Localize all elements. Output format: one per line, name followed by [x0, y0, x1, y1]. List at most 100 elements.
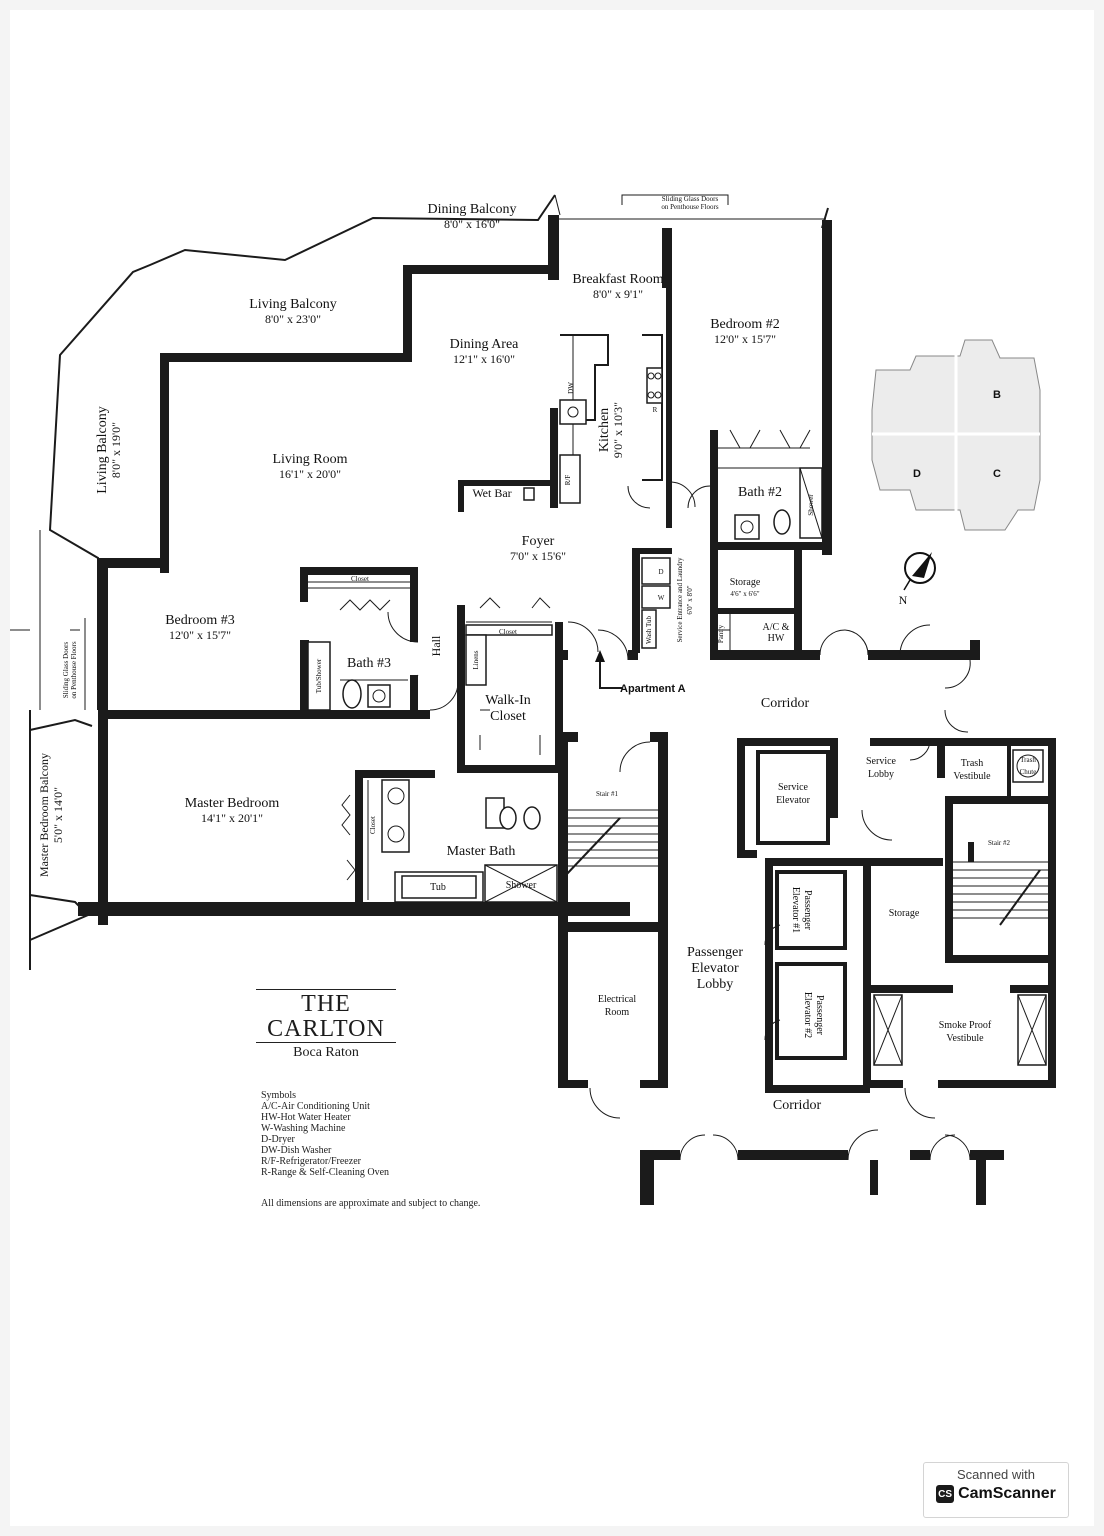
camscanner-logo-icon: CS: [936, 1485, 955, 1503]
key-plan: B D C: [871, 339, 1041, 531]
storage-label: Storage: [889, 908, 920, 919]
bath3-label: Bath #3: [347, 656, 391, 671]
passenger-elevator2-label-1: Passenger: [814, 995, 825, 1036]
service-entrance-dims: 6'0" x 8'0": [686, 585, 694, 614]
symbols-legend: Symbols A/C-Air Conditioning Unit HW-Hot…: [261, 1090, 389, 1178]
room-labels: Dining Balcony 8'0" x 16'0" Living Balco…: [37, 202, 780, 877]
passenger-lobby-label-2: Elevator: [691, 961, 739, 976]
stair-1-treads: [564, 809, 658, 877]
washer-label: W: [658, 594, 665, 602]
corridor-bottom-label: Corridor: [773, 1098, 822, 1113]
wash-tub-label: Wash Tub: [645, 615, 653, 644]
fixture-labels: Wet Bar DW R/F R Bath #2 Bath #3 Shower …: [62, 195, 1036, 1113]
linens-label: Linens: [472, 650, 480, 669]
closet-linen-label: Closet: [499, 628, 517, 636]
legend-item: W-Washing Machine: [261, 1123, 346, 1134]
fixtures: [10, 334, 1048, 1066]
key-plan-unit-d: D: [913, 468, 921, 480]
tub-label: Tub: [430, 882, 446, 893]
sliding-doors-top-1: Sliding Glass Doors: [662, 195, 719, 203]
kitchen-name: Kitchen: [597, 408, 612, 452]
floor-plan-page: B D C N Dining Balcony 8'0" x 16'0" Livi…: [10, 10, 1094, 1526]
legend-item: D-Dryer: [261, 1134, 295, 1145]
dryer-label: D: [658, 568, 663, 576]
electrical-room-label-2: Room: [605, 1007, 630, 1018]
legend-item: R-Range & Self-Cleaning Oven: [261, 1167, 390, 1178]
brand-line-1: THE: [301, 991, 351, 1017]
hall-label: Hall: [429, 635, 443, 656]
living-balcony-name: Living Balcony: [249, 297, 337, 312]
master-bedroom-dims: 14'1" x 20'1": [201, 811, 263, 825]
key-plan-unit-b: B: [993, 389, 1001, 401]
dining-area-name: Dining Area: [450, 337, 520, 352]
service-elevator-label-2: Elevator: [776, 795, 811, 806]
sliding-doors-left-2: on Penthouse Floors: [70, 641, 78, 698]
living-room-dims: 16'1" x 20'0": [279, 467, 341, 481]
living-room-name: Living Room: [272, 452, 347, 467]
door-swings: [387, 481, 971, 1161]
legend-item: R/F-Refrigerator/Freezer: [261, 1156, 361, 1167]
north-arrow-icon: N: [899, 552, 936, 607]
smoke-vestibule-label-1: Smoke Proof: [939, 1020, 992, 1031]
master-balcony-dims: 5'0" x 14'0": [51, 787, 65, 843]
passenger-elevator1-label-2: Elevator #1: [790, 887, 801, 933]
storage-small-name: Storage: [730, 577, 761, 588]
storage-small-dims: 4'6" x 6'6": [730, 590, 759, 598]
brand-line-2: CARLTON: [267, 1016, 385, 1042]
tub-shower-label: Tub/Shower: [315, 658, 323, 693]
living-balcony-dims: 8'0" x 23'0": [265, 312, 321, 326]
pantry-label: Pantry: [717, 624, 725, 643]
stair1-label: Stair #1: [596, 790, 618, 798]
dining-area-dims: 12'1" x 16'0": [453, 352, 515, 366]
master-bath-label: Master Bath: [447, 844, 516, 859]
shower-bath2-label: Shower: [807, 494, 815, 516]
floor-plan-drawing: B D C N Dining Balcony 8'0" x 16'0" Livi…: [10, 194, 1056, 1205]
legend-title: Symbols: [261, 1090, 297, 1101]
ac-hw-label-2: HW: [768, 633, 785, 644]
north-label: N: [899, 593, 908, 607]
wet-bar-label: Wet Bar: [472, 486, 511, 500]
trash-vestibule-label-1: Trash: [961, 758, 983, 769]
legend-item: DW-Dish Washer: [261, 1145, 332, 1156]
balcony-outlines: [20, 194, 829, 970]
passenger-lobby-label-1: Passenger: [687, 945, 743, 960]
sliding-doors-left-1: Sliding Glass Doors: [62, 642, 70, 699]
stair-2-treads: [953, 861, 1048, 926]
shower-master-label: Shower: [506, 880, 537, 891]
closet-master-label: Closet: [369, 816, 377, 834]
brand-location: Boca Raton: [293, 1045, 359, 1060]
bath2-label: Bath #2: [738, 485, 782, 500]
walk-in-closet-label-1: Walk-In: [485, 693, 531, 708]
closet-bedroom3-label: Closet: [351, 575, 369, 583]
passenger-elevator1-label-1: Passenger: [802, 890, 813, 931]
ac-hw-label-1: A/C &: [763, 622, 790, 633]
breakfast-room-dims: 8'0" x 9'1": [593, 287, 643, 301]
apartment-a-label: Apartment A: [620, 683, 686, 695]
scanner-brand-name: CamScanner: [958, 1485, 1056, 1502]
foyer-dims: 7'0" x 15'6": [510, 549, 566, 563]
dining-balcony-name: Dining Balcony: [427, 202, 516, 217]
dimensions-note: All dimensions are approximate and subje…: [261, 1198, 481, 1209]
service-lobby-label-2: Lobby: [868, 769, 894, 780]
service-entrance-name: Service Entrance and Laundry: [676, 557, 684, 642]
master-balcony-name: Master Bedroom Balcony: [37, 753, 51, 877]
carlton-logo: THE CARLTON Boca Raton: [256, 989, 396, 1061]
stair2-label: Stair #2: [988, 839, 1010, 847]
foyer-name: Foyer: [522, 534, 555, 549]
corridor-top-label: Corridor: [761, 696, 810, 711]
bedroom3-dims: 12'0" x 15'7": [169, 628, 231, 642]
bedroom2-name: Bedroom #2: [710, 317, 780, 332]
service-elevator-label-1: Service: [778, 782, 809, 793]
camscanner-watermark: Scanned with CS CamScanner: [923, 1462, 1069, 1518]
living-balcony-side-name: Living Balcony: [95, 406, 110, 494]
living-balcony-side-dims: 8'0" x 19'0": [109, 422, 123, 478]
trash-vestibule-label-2: Vestibule: [953, 771, 991, 782]
walk-in-closet-label-2: Closet: [490, 709, 526, 724]
rf-label: R/F: [564, 475, 572, 486]
trash-chute-label-1: Trash: [1020, 756, 1036, 764]
heavy-walls: [78, 215, 1056, 1205]
legend-item: A/C-Air Conditioning Unit: [261, 1101, 370, 1112]
dining-balcony-dims: 8'0" x 16'0": [444, 217, 500, 231]
smoke-vestibule-label-2: Vestibule: [946, 1033, 984, 1044]
legend-item: HW-Hot Water Heater: [261, 1112, 351, 1123]
